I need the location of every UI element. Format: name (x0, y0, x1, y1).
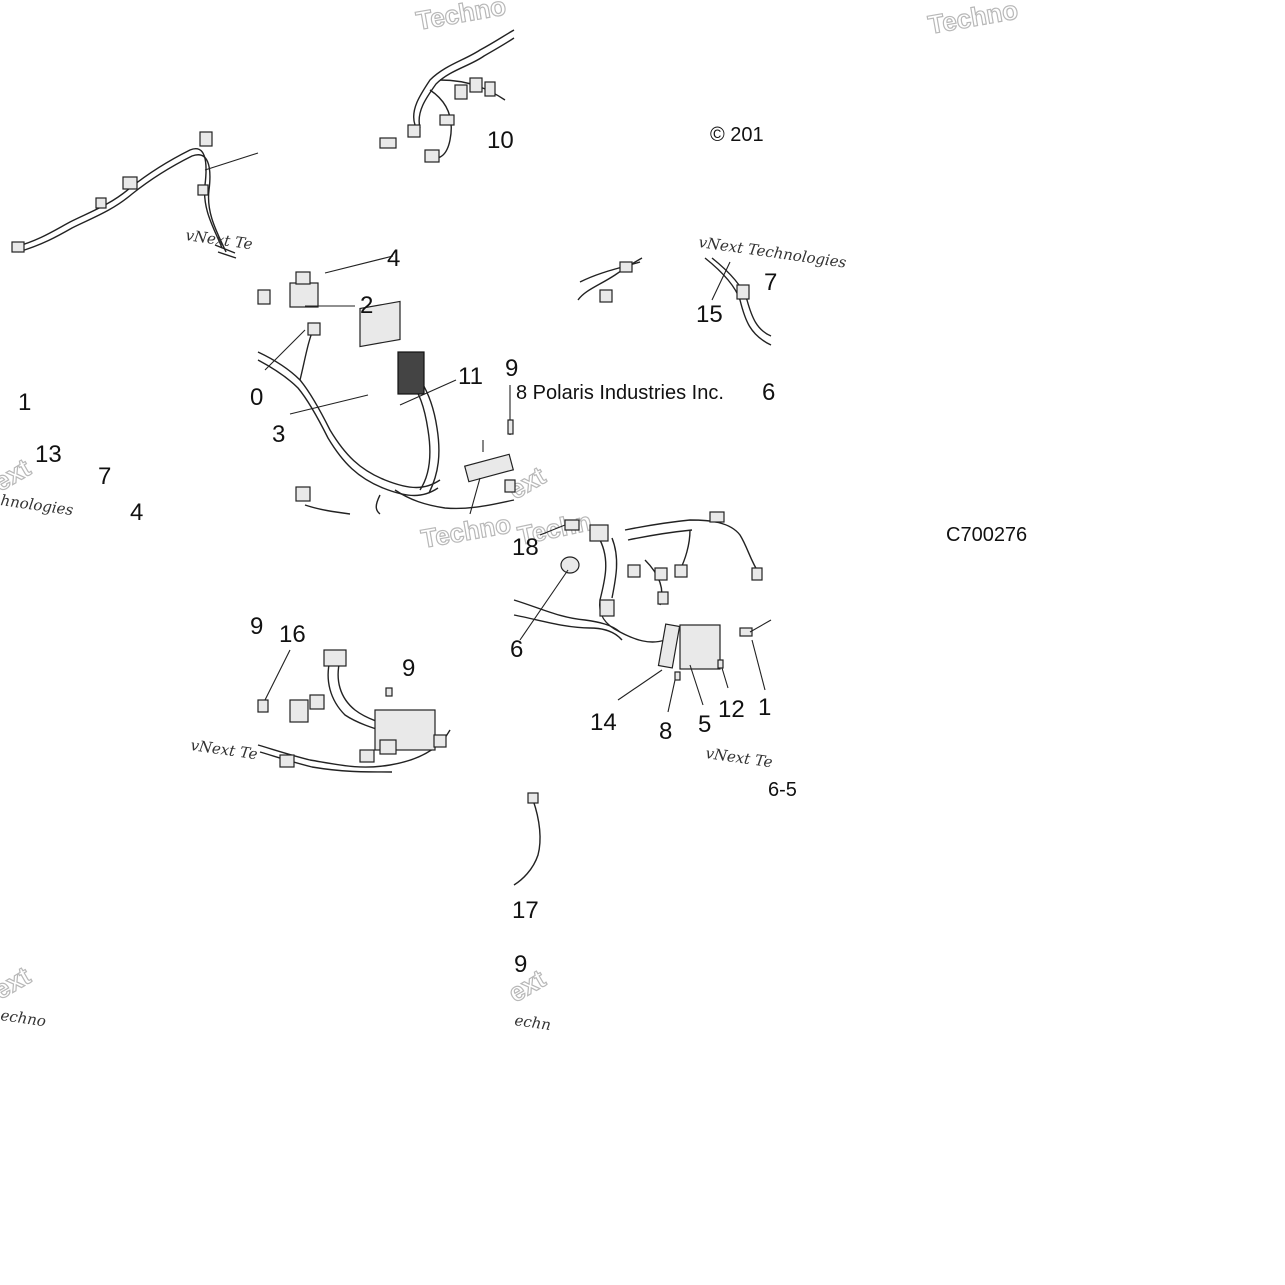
callout-18: 18 (512, 534, 539, 561)
harness-top-center (379, 29, 515, 163)
callout-4-top: 4 (387, 245, 400, 272)
watermark-techno-right: Techno (926, 0, 1020, 40)
watermark-vnext-1: vNext Te (184, 226, 253, 253)
callout-12: 12 (718, 696, 745, 723)
callout-16: 16 (279, 621, 306, 648)
callout-10: 10 (487, 127, 514, 154)
watermark-vnext-3: vNext Te (189, 736, 258, 763)
callout-15: 15 (696, 301, 723, 328)
callout-9-top: 9 (505, 355, 518, 382)
callout-14: 14 (590, 709, 617, 736)
harness-lower-right (513, 511, 772, 886)
callout-9-left: 9 (250, 613, 263, 640)
callout-6-right: 6 (762, 379, 775, 406)
watermark-vnext-2: vNext Technologies (697, 233, 847, 272)
harness-upper-left (11, 131, 259, 259)
callout-9-bottom: 9 (514, 951, 527, 978)
watermark-ext-left: ext (0, 452, 36, 497)
harness-lower-left (257, 649, 451, 773)
callout-13: 13 (35, 441, 62, 468)
figure-code: C700276 (946, 524, 1027, 546)
callout-5: 5 (698, 711, 711, 738)
callout-7-right: 7 (764, 269, 777, 296)
callout-4-left: 4 (130, 499, 143, 526)
callout-3: 3 (272, 421, 285, 448)
watermark-echno-left: echno (0, 1006, 47, 1030)
watermark-echno-right: echn (513, 1011, 552, 1034)
watermark-techno-top: Techno (414, 0, 508, 36)
callout-0: 0 (250, 384, 263, 411)
callout-7-left: 7 (98, 463, 111, 490)
callout-6-lower: 6 (510, 636, 523, 663)
watermark-hnologies: hnologies (0, 491, 75, 519)
harness-part-15 (577, 257, 772, 346)
callout-1: 1 (18, 389, 31, 416)
callout-labels: 10 4 2 0 11 9 3 1 13 7 4 15 7 6 18 6 14 … (18, 127, 777, 978)
ecu-area (257, 255, 516, 515)
watermark-ext-bottom-left: ext (0, 960, 36, 1005)
page-reference: 6-5 (768, 779, 797, 801)
callout-17: 17 (512, 897, 539, 924)
watermark-techno-mid: Techno (419, 509, 513, 554)
copyright-right: 8 Polaris Industries Inc. (516, 382, 724, 404)
callout-8: 8 (659, 718, 672, 745)
callout-11: 11 (458, 363, 483, 390)
callout-2: 2 (360, 292, 373, 319)
callout-1-right: 1 (758, 694, 771, 721)
callout-9-mid: 9 (402, 655, 415, 682)
copyright-left: © 201 (710, 124, 764, 146)
small-watermarks: vNext Te vNext Technologies hnologies vN… (0, 226, 848, 1034)
watermark-vnext-4: vNext Te (704, 744, 773, 771)
caption-layer: © 201 8 Polaris Industries Inc. C700276 … (516, 124, 1027, 801)
